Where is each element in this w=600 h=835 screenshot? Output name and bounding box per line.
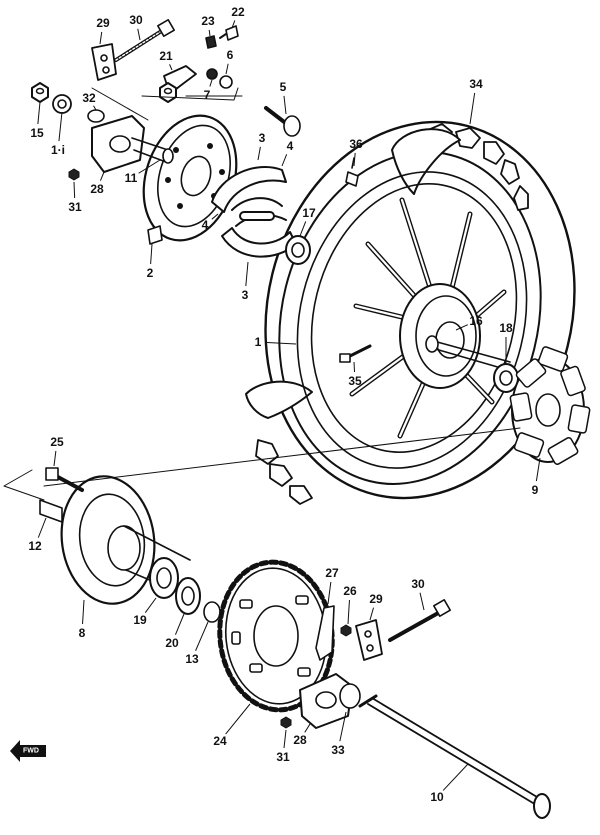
part-number-label: 10 [430,790,444,804]
part-number-label: 7 [204,88,211,102]
forward-arrow-icon: FWD [10,740,46,762]
part-number-label: 13 [185,652,199,666]
leader-line [535,457,541,482]
sprocket [217,559,335,713]
leader-line [73,181,76,199]
part-number-label: 23 [201,14,215,28]
part-number-label: 21 [159,49,173,63]
wheel-rim [296,171,528,469]
leader-line [225,703,251,735]
leader-line [299,221,307,237]
part-number-label: 8 [79,626,86,640]
leader-line [339,711,347,742]
part-number-label: 3 [259,131,266,145]
damper [509,346,591,465]
leader-line [419,592,425,611]
part-number-label: 29 [369,592,383,606]
leader-line [469,92,476,125]
leader-line [266,341,297,345]
part-number-label: 22 [231,5,245,19]
part-number-label: 30 [129,13,143,27]
part-number-label: 24 [213,734,227,748]
leader-line [174,613,185,635]
leader-line [327,581,332,605]
leader-line [137,28,141,41]
part-number-label: 19 [133,613,147,627]
part-number-label: 12 [28,539,42,553]
leader-line [211,213,219,220]
leader-line [231,20,236,29]
part-number-label: 1·i [51,143,65,157]
part-number-label: 31 [276,750,290,764]
part-number-label: 16 [469,314,483,328]
part-number-label: 32 [82,91,96,105]
leader-line [353,152,356,167]
part-number-label: 11 [125,171,138,185]
part-number-label: 18 [499,321,513,335]
leader-line [150,243,153,265]
leader-line [209,79,213,87]
part-number-label: 30 [411,577,425,591]
part-number-label: 26 [343,584,357,598]
leader-line [37,517,47,538]
leader-line [82,599,85,625]
part-number-label: 34 [469,77,483,91]
part-number-label: 31 [68,200,82,214]
part-number-label: 27 [325,566,339,580]
leader-line [281,154,288,167]
part-number-label: 29 [96,16,110,30]
leader-line [58,111,63,142]
part-number-label: 35 [348,374,362,388]
leader-line [257,146,261,161]
leader-line [37,101,41,125]
leader-line [369,607,375,621]
part-number-label: 5 [280,80,287,94]
part-number-label: 33 [331,743,345,757]
part-number-label: 15 [30,126,44,140]
part-number-label: 28 [90,182,104,196]
leader-line [99,31,103,45]
leader-line [455,324,468,331]
part-number-label: 25 [50,435,64,449]
leader-line [283,95,287,115]
part-number-label: 36 [349,137,363,151]
part-number-label: 3 [242,288,249,302]
leader-line [353,361,356,373]
part-number-label: 4 [202,218,209,232]
leader-line [169,64,173,71]
leader-line [442,763,469,791]
leader-line [138,159,161,174]
part-number-label: 1 [255,335,262,349]
part-number-label: 28 [293,733,307,747]
leader-line [304,723,311,733]
leader-line [53,450,57,467]
part-number-label: 9 [532,483,539,497]
part-number-label: 20 [165,636,179,650]
part-number-label: 6 [227,48,234,62]
part-number-label: 2 [147,266,154,280]
leader-line [99,171,105,181]
part-number-label: 17 [302,206,316,220]
leader-line [245,261,249,287]
leader-line [93,105,97,111]
brake-shoes [211,165,297,258]
part-number-label: 4 [287,139,294,153]
leader-line [195,621,209,651]
leader-line [347,599,350,625]
leader-line [283,729,287,749]
sprocket-carrier [60,475,193,605]
leader-line [208,29,211,37]
leader-line [144,597,157,614]
forward-label: FWD [23,748,39,755]
leader-line [225,63,229,75]
